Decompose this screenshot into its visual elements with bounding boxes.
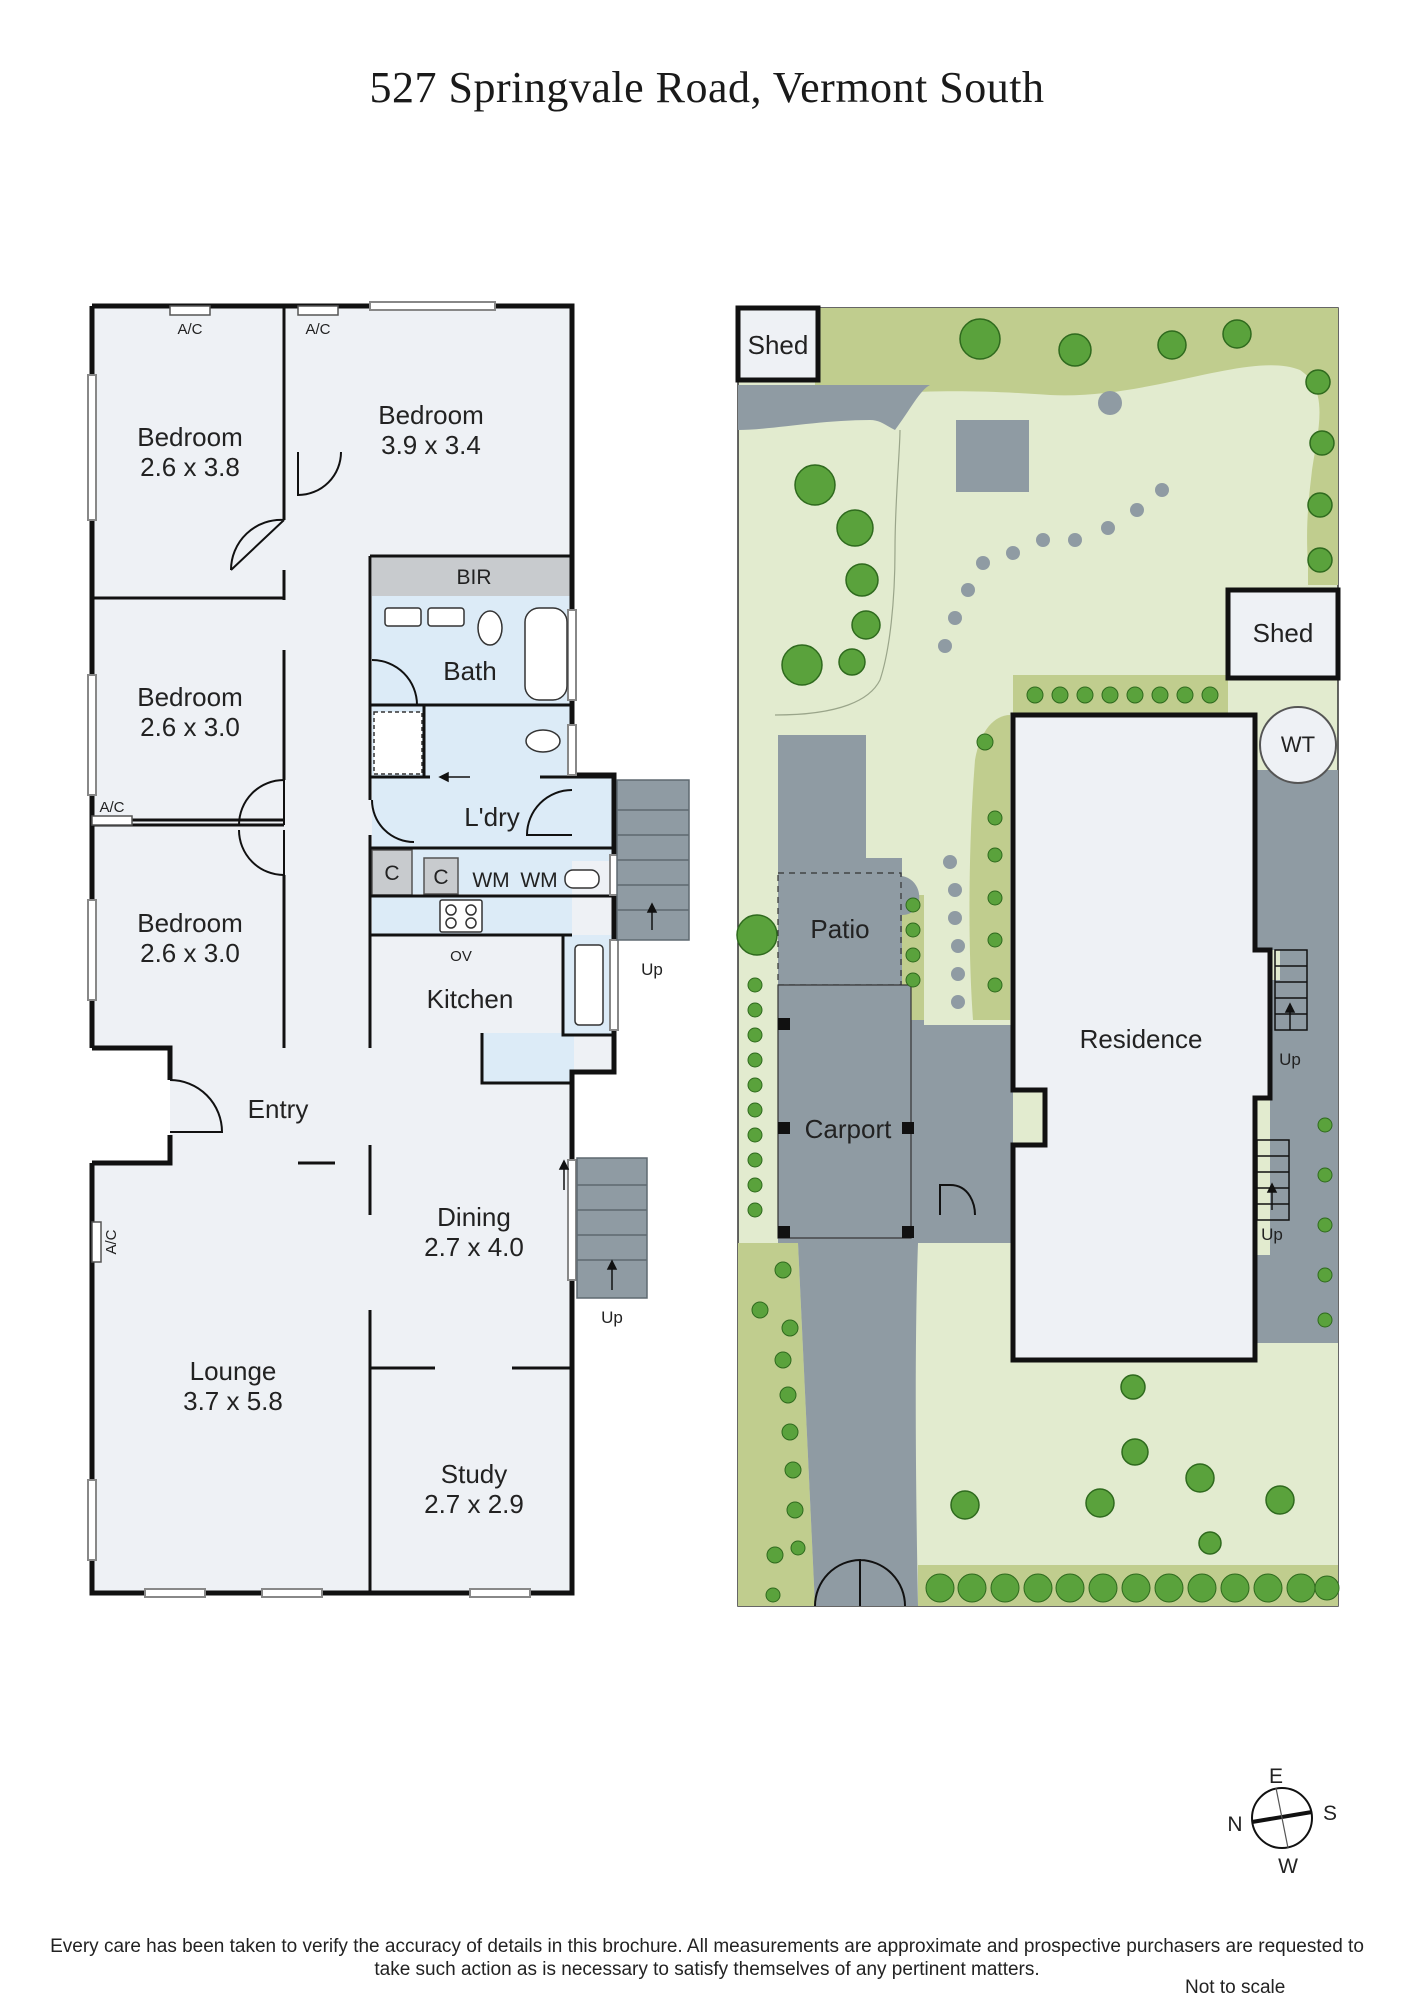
garden-edge-curve [774, 429, 901, 716]
label-ac-4: A/C [103, 1229, 120, 1254]
label-bir: BIR [456, 566, 491, 589]
compass-east: E [1269, 1765, 1283, 1788]
room-dims-bedroom-3: 2.6 x 3.0 [140, 712, 240, 742]
room-dims-lounge: 3.7 x 5.8 [183, 1386, 283, 1416]
label-cupboard-2: C [433, 866, 448, 889]
label-wm-2: WM [520, 869, 557, 892]
shed-east [1225, 587, 1341, 681]
compass-axis [1275, 1787, 1289, 1849]
label-ac-2: A/C [305, 321, 330, 338]
label-ac-3: A/C [99, 799, 124, 816]
label-water-tank: WT [1281, 732, 1315, 757]
bir-robe [372, 556, 572, 596]
label-carport: Carport [805, 1114, 892, 1144]
aircon-units [91, 305, 339, 1263]
page-title: 527 Springvale Road, Vermont South [369, 63, 1045, 112]
label-patio: Patio [810, 914, 869, 944]
gate-south [814, 1558, 906, 1607]
label-up-residence-1: Up [1279, 1050, 1301, 1069]
room-dims-study: 2.7 x 2.9 [424, 1489, 524, 1519]
garden-bed-north [815, 308, 1338, 585]
vanity-basin-1 [384, 607, 422, 627]
room-name-bedroom-1: Bedroom [137, 422, 243, 452]
label-cupboard-1: C [384, 862, 399, 885]
cooktop [439, 899, 483, 933]
kitchen-island [482, 1033, 574, 1083]
label-entry: Entry [248, 1094, 309, 1124]
windows [87, 301, 619, 1598]
wm-trough [564, 869, 600, 889]
label-bath: Bath [443, 656, 497, 686]
stepping-stone-bird-bath [1098, 391, 1122, 415]
label-residence: Residence [1080, 1024, 1203, 1054]
carport-slab [777, 984, 912, 1239]
room-name-bedroom-2: Bedroom [378, 400, 484, 430]
room-dims-bedroom-1: 2.6 x 3.8 [140, 452, 240, 482]
side-door [939, 1184, 976, 1216]
compass-north: N [1227, 1813, 1242, 1836]
compass-west: W [1278, 1855, 1298, 1878]
water-tank [1259, 706, 1337, 784]
shrubs [747, 686, 1340, 1603]
garden-bed-east-strip [1013, 675, 1228, 715]
label-kitchen: Kitchen [427, 984, 514, 1014]
room-name-bedroom-3: Bedroom [137, 682, 243, 712]
garden-bed-side [969, 715, 1010, 1020]
residence-outline [1010, 712, 1273, 1363]
toilet-bath [477, 610, 503, 646]
label-up-laundry-stairs: Up [641, 960, 663, 979]
label-oven: OV [450, 948, 472, 965]
path-north-west [738, 385, 930, 430]
label-up-dining-stairs: Up [601, 1308, 623, 1327]
site-plan: Shed Shed WT Patio Carport Residence Up … [735, 305, 1341, 1607]
room-dims-bedroom-2: 3.9 x 3.4 [381, 430, 481, 460]
door-swings [169, 451, 573, 1133]
cupboard-2 [423, 857, 459, 895]
label-up-residence-2: Up [1261, 1225, 1283, 1244]
vanity-basin-2 [427, 607, 465, 627]
shed-northwest [735, 305, 821, 383]
disclaimer: Every care has been taken to verify the … [50, 1936, 1364, 1980]
compass-south: S [1323, 1802, 1337, 1825]
toilet-ensuite [525, 729, 561, 753]
scale-note: Not to scale [1185, 1977, 1286, 1998]
up-arrows [438, 771, 658, 1290]
label-shed-northwest: Shed [748, 330, 809, 360]
label-wm-1: WM [472, 869, 509, 892]
residence-stairs [1256, 949, 1308, 1221]
room-name-dining: Dining [437, 1202, 511, 1232]
room-dims-dining: 2.7 x 4.0 [424, 1232, 524, 1262]
bathtub [524, 607, 568, 701]
patio-slab [777, 872, 902, 986]
garden-feature-square [956, 420, 1029, 492]
room-name-bedroom-4: Bedroom [137, 908, 243, 938]
cupboard-1 [371, 849, 413, 896]
fixtures [373, 607, 604, 1026]
stairs-laundry [616, 779, 690, 941]
kitchen-sink [574, 944, 604, 1026]
interior-walls [92, 306, 614, 1593]
room-dims-bedroom-4: 2.6 x 3.0 [140, 938, 240, 968]
stepping-stones [938, 483, 1169, 1009]
floor-plan: Bedroom 2.6 x 3.8 Bedroom 3.9 x 3.4 Bedr… [87, 301, 690, 1598]
path-east-strip [1310, 770, 1338, 1100]
room-name-study: Study [441, 1459, 508, 1489]
carport-posts [778, 1018, 914, 1238]
compass: E S W N [1227, 1765, 1337, 1878]
label-ac-1: A/C [177, 321, 202, 338]
room-name-lounge: Lounge [190, 1356, 277, 1386]
label-laundry: L'dry [464, 802, 520, 832]
trees [736, 318, 1335, 1555]
label-shed-east: Shed [1253, 618, 1314, 648]
site-up-arrows [1266, 1002, 1296, 1210]
shower [373, 711, 423, 775]
